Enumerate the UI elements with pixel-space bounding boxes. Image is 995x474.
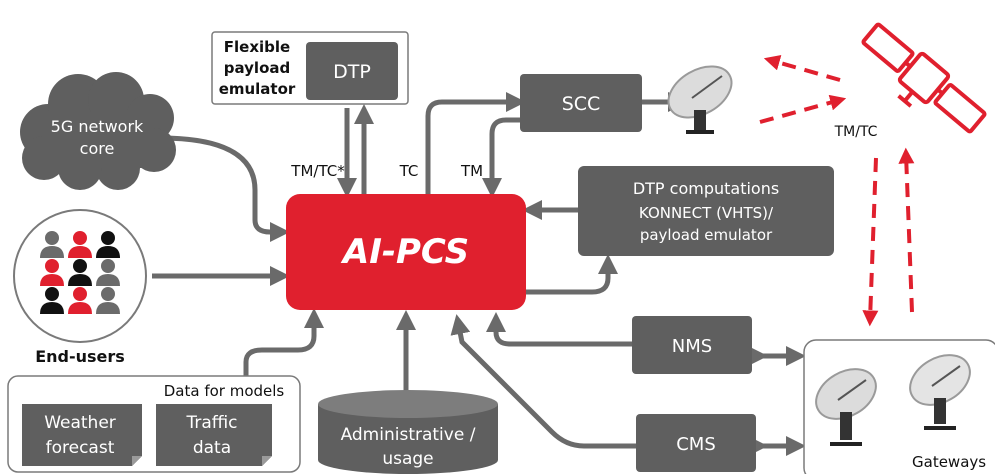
arrow-aipcs-to-scc <box>425 92 526 194</box>
cms-label: CMS <box>676 434 716 455</box>
edge-label-tmtc-star: TM/TC* <box>290 162 345 180</box>
person-icon <box>40 259 64 286</box>
payload-caption-line2: payload <box>224 59 290 77</box>
admin-label-line2: usage <box>382 449 433 469</box>
person-icon <box>68 287 92 314</box>
cms-box[interactable] <box>636 414 756 472</box>
arrow-models-to-aipcs <box>243 308 324 376</box>
edge-label-tc: TC <box>399 162 419 180</box>
dtp-comp-line3: payload emulator <box>640 226 773 244</box>
admin-label-line1: Administrative / <box>341 425 476 445</box>
satellite-links <box>759 54 915 327</box>
end-users-label: End-users <box>35 347 125 366</box>
arrow-cms-to-aipcs <box>450 314 636 449</box>
scc-label: SCC <box>562 93 601 115</box>
dtp-computations-box[interactable] <box>578 166 834 256</box>
cloud-icon[interactable] <box>20 72 176 190</box>
satellite-dish-icon <box>815 368 877 446</box>
database-icon[interactable] <box>318 390 498 474</box>
cloud-label-line1: 5G network <box>51 117 144 136</box>
end-users-node[interactable]: End-users <box>13 209 147 366</box>
nms-label: NMS <box>672 336 712 357</box>
traffic-box[interactable] <box>156 404 272 466</box>
arrow-sat-to-dish-upper <box>763 54 841 82</box>
cloud-label-line2: core <box>80 139 115 158</box>
person-icon <box>68 231 92 258</box>
person-icon <box>40 287 64 314</box>
weather-label-line1: Weather <box>44 413 116 433</box>
aipcs-label: AI-PCS <box>340 232 469 272</box>
arrow-scc-to-aipcs <box>482 117 550 198</box>
edge-label-tm: TM <box>460 162 483 180</box>
satellite-icon <box>861 22 987 134</box>
data-for-models-group: Data for models Weather forecast Traffic… <box>7 375 301 473</box>
arrow-dish-to-sat-lower <box>759 94 847 124</box>
payload-emulator-group: Flexible payload emulator DTP <box>211 31 409 105</box>
nms-box[interactable] <box>632 316 752 374</box>
arrow-cloud-to-aipcs <box>159 135 290 242</box>
models-caption: Data for models <box>164 382 285 400</box>
person-icon <box>96 231 120 258</box>
payload-caption-line1: Flexible <box>224 38 290 56</box>
person-icon <box>68 259 92 286</box>
dtp-comp-line1: DTP computations <box>633 179 779 198</box>
dtp-box[interactable] <box>306 42 398 100</box>
arrow-aipcs-to-dtpcomp <box>526 254 618 295</box>
arrow-sat-to-gateways <box>862 157 879 327</box>
edge-label-sat-tmtc: TM/TC <box>834 124 878 140</box>
dtp-comp-line2: KONNECT (VHTS)/ <box>639 204 774 222</box>
person-icon <box>96 259 120 286</box>
person-icon <box>96 287 120 314</box>
traffic-label-line2: data <box>193 438 231 458</box>
weather-box[interactable] <box>22 404 142 466</box>
arrow-gateways-to-sat <box>898 147 915 313</box>
satellite-dish-icon <box>667 65 733 134</box>
scc-box[interactable] <box>520 74 642 132</box>
weather-label-line2: forecast <box>46 438 115 458</box>
dtp-label: DTP <box>333 61 371 83</box>
aipcs-box[interactable] <box>286 194 526 310</box>
person-icon <box>40 231 64 258</box>
payload-caption-line3: emulator <box>219 80 296 98</box>
connectors <box>152 92 806 456</box>
traffic-label-line1: Traffic <box>185 413 237 433</box>
arrow-nms-to-aipcs <box>486 312 632 347</box>
gateways-label: Gateways <box>912 453 986 471</box>
user-group-icon <box>40 231 120 314</box>
satellite-dish-icon <box>909 354 971 430</box>
